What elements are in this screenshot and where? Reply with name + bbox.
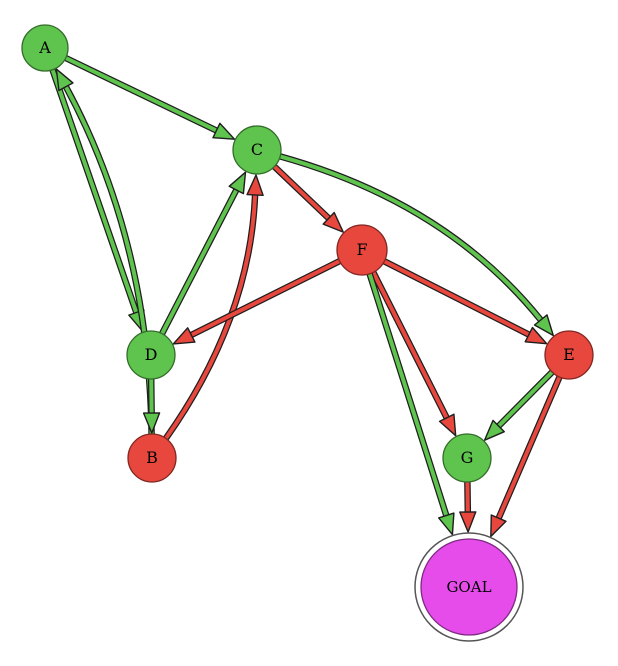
edge-d-to-b [142, 378, 161, 434]
node-label: E [563, 345, 575, 364]
node-b: B [127, 433, 177, 483]
edge-shaft [497, 370, 554, 428]
node-circle [127, 433, 177, 483]
edge-shaft [164, 194, 258, 440]
node-a: A [21, 24, 69, 72]
edge-shaft [383, 259, 530, 337]
node-label: F [356, 240, 367, 259]
edge-c-to-e [279, 153, 554, 337]
graph-edges [49, 55, 563, 538]
edge-e-to-g [483, 369, 555, 441]
node-circle [442, 433, 492, 483]
node-c: C [232, 125, 282, 175]
edge-a-to-c [64, 55, 236, 140]
arrowhead-icon [438, 512, 455, 536]
node-circle [232, 125, 282, 175]
node-g: G [442, 433, 492, 483]
node-circle [544, 330, 594, 380]
arrowhead-icon [228, 171, 247, 195]
edge-shaft [279, 154, 543, 322]
edge-shaft [371, 271, 449, 419]
arrowhead-icon [246, 174, 264, 197]
node-circle [336, 224, 388, 276]
edge-shaft-outline [279, 153, 544, 323]
node-goal: GOAL [414, 532, 524, 642]
arrowhead-icon [524, 326, 548, 345]
edge-f-to-goal [366, 272, 455, 536]
edge-d-to-c [159, 171, 247, 336]
edge-shaft [367, 273, 449, 517]
edge-shaft [50, 69, 139, 314]
arrowhead-icon [142, 412, 161, 434]
edge-a-to-d [49, 68, 145, 333]
arrowhead-icon [490, 514, 507, 538]
node-circle [21, 24, 69, 72]
arrowhead-icon [172, 327, 196, 345]
arrowhead-icon [483, 419, 505, 441]
edge-f-to-e [382, 258, 548, 345]
node-label: GOAL [446, 578, 491, 596]
node-label: C [251, 140, 263, 159]
edge-shaft [190, 259, 341, 337]
node-e: E [544, 330, 594, 380]
edge-shaft [273, 165, 331, 220]
edge-g-to-goal [459, 481, 477, 533]
arrowhead-icon [322, 211, 344, 233]
edge-shaft [160, 189, 239, 335]
node-label: D [145, 345, 158, 364]
node-label: B [146, 448, 158, 467]
node-d: D [126, 330, 176, 380]
edge-shaft-outline [163, 194, 259, 441]
node-f: F [336, 224, 388, 276]
edge-c-to-f [272, 164, 344, 233]
node-label: A [38, 38, 51, 57]
edge-e-to-goal [490, 375, 563, 538]
edge-f-to-d [172, 258, 342, 345]
arrowhead-icon [533, 314, 554, 337]
arrowhead-icon [55, 68, 74, 92]
edge-shaft [64, 56, 218, 133]
edge-f-to-g [370, 270, 457, 437]
node-circle [420, 538, 518, 636]
arrowhead-icon [212, 122, 236, 140]
node-label: G [461, 448, 474, 467]
graph-nodes: A C F D E B G GOAL [21, 24, 594, 642]
arrowhead-icon [438, 413, 457, 437]
node-circle [126, 330, 176, 380]
edge-shaft [496, 376, 562, 519]
arrowhead-icon [459, 511, 477, 533]
